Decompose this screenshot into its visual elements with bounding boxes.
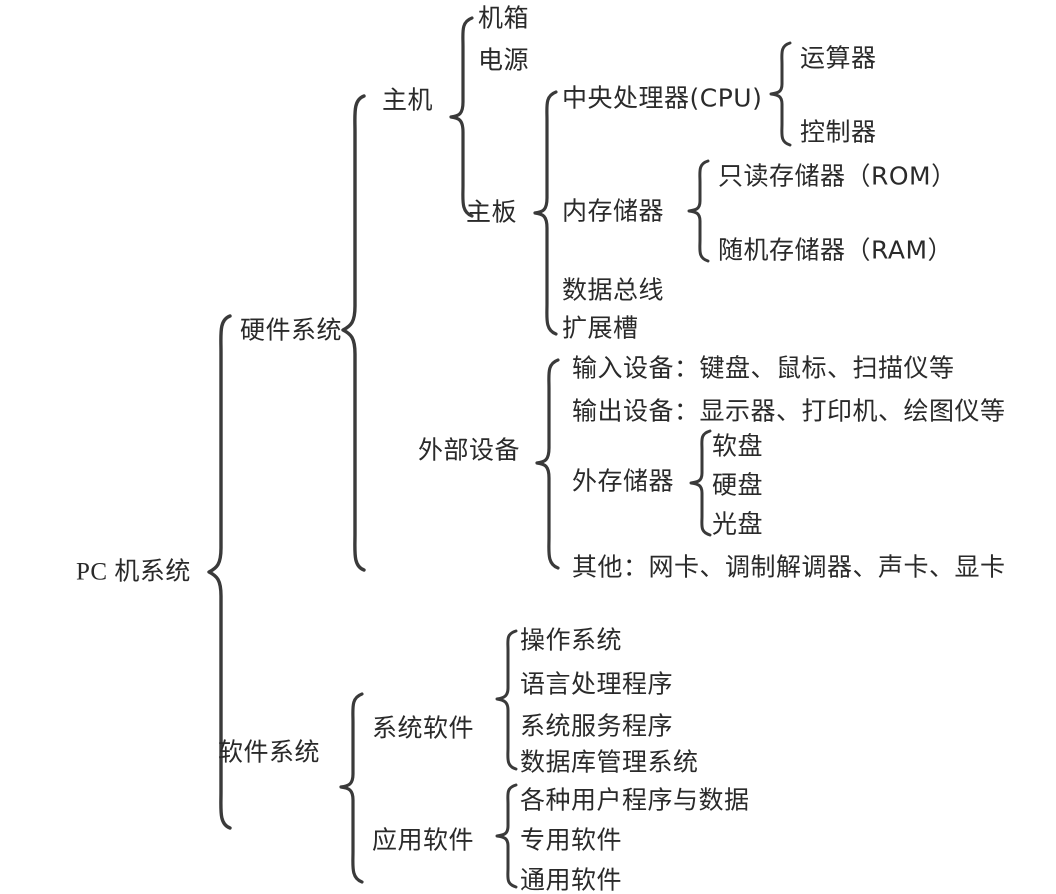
- label-hard-disk: 硬盘: [712, 470, 764, 500]
- brace-hardware: [341, 94, 366, 572]
- label-language-processor: 语言处理程序: [520, 669, 674, 699]
- label-ram: 随机存储器（RAM）: [718, 235, 954, 265]
- root-label-pc-system: PC 机系统: [76, 558, 191, 586]
- label-floppy-disk: 软盘: [712, 431, 764, 461]
- label-expansion-slot: 扩展槽: [562, 313, 639, 343]
- label-user-programs-and-data: 各种用户程序与数据: [520, 785, 750, 815]
- label-internal-memory: 内存储器: [562, 196, 665, 226]
- label-mainboard: 主板: [466, 197, 518, 227]
- brace-root: [207, 314, 232, 830]
- label-input-devices: 输入设备：键盘、鼠标、扫描仪等: [572, 353, 955, 383]
- label-alu: 运算器: [800, 43, 877, 73]
- label-operating-system: 操作系统: [520, 625, 623, 655]
- brace-peripheral: [535, 358, 560, 570]
- label-application-software: 应用软件: [372, 825, 475, 855]
- label-special-purpose-software: 专用软件: [520, 825, 623, 855]
- label-system-service-program: 系统服务程序: [520, 711, 674, 741]
- label-optical-disk: 光盘: [712, 509, 764, 539]
- label-rom: 只读存储器（ROM）: [718, 161, 957, 191]
- brace-internal-memory: [687, 159, 710, 263]
- brace-application-software: [495, 783, 518, 889]
- brace-external-storage: [689, 429, 712, 537]
- brace-cpu: [769, 41, 792, 147]
- label-other-devices: 其他：网卡、调制解调器、声卡、显卡: [572, 552, 1006, 582]
- label-power-supply: 电源: [478, 45, 530, 75]
- label-external-storage: 外存储器: [572, 466, 675, 496]
- label-host: 主机: [382, 85, 434, 115]
- label-system-software: 系统软件: [372, 713, 475, 743]
- brace-system-software: [495, 629, 518, 771]
- label-controller: 控制器: [800, 117, 877, 147]
- brace-mainboard: [533, 90, 558, 336]
- brace-software: [339, 692, 364, 884]
- label-cpu: 中央处理器(CPU): [562, 83, 763, 113]
- label-software-system: 软件系统: [218, 737, 321, 767]
- brace-host: [449, 16, 474, 218]
- label-chassis: 机箱: [478, 3, 530, 33]
- label-hardware-system: 硬件系统: [240, 315, 343, 345]
- label-output-devices: 输出设备：显示器、打印机、绘图仪等: [572, 396, 1006, 426]
- label-data-bus: 数据总线: [562, 275, 665, 305]
- label-peripheral: 外部设备: [418, 435, 521, 465]
- label-dbms: 数据库管理系统: [520, 747, 699, 777]
- label-general-purpose-software: 通用软件: [520, 865, 623, 894]
